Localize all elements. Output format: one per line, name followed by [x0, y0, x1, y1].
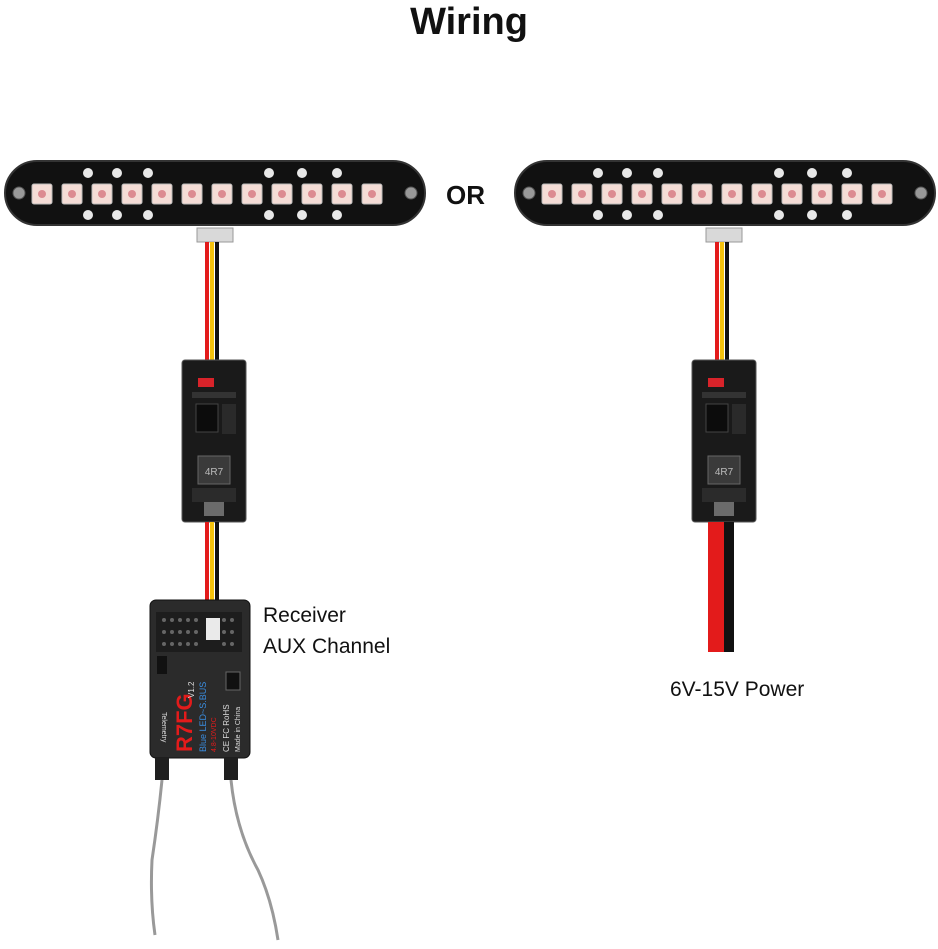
right-inductor-label: 4R7 [715, 467, 734, 478]
receiver-side-text: Telemetry [160, 712, 167, 743]
receiver-model: R7FG [172, 693, 197, 752]
right-upper-wires [705, 227, 743, 362]
antennas [149, 779, 280, 941]
power-wires [708, 522, 734, 652]
receiver-origin: Made in China [235, 707, 242, 752]
page-title: Wiring [410, 1, 528, 43]
left-upper-wires [196, 227, 234, 362]
receiver-label-line1: Receiver [263, 604, 346, 627]
receiver-cert: CE FC RoHS [222, 704, 231, 752]
receiver-label: Receiver AUX Channel [263, 600, 390, 662]
left-led-bar [4, 160, 426, 226]
power-label: 6V-15V Power [670, 678, 805, 701]
receiver: R7FG V1.2 Blue LED~S.BUS 4.8-10VDC CE FC… [149, 599, 251, 780]
or-separator: OR [446, 180, 485, 210]
right-controller-module: 4R7 [691, 359, 757, 523]
right-led-bar [514, 160, 936, 226]
receiver-line2: 4.8-10VDC [211, 717, 218, 752]
receiver-version: V1.2 [187, 681, 196, 698]
receiver-line1: Blue LED~S.BUS [198, 682, 208, 752]
left-controller-module: 4R7 [181, 359, 247, 523]
receiver-label-line2: AUX Channel [263, 635, 391, 658]
left-inductor-label: 4R7 [205, 467, 224, 478]
